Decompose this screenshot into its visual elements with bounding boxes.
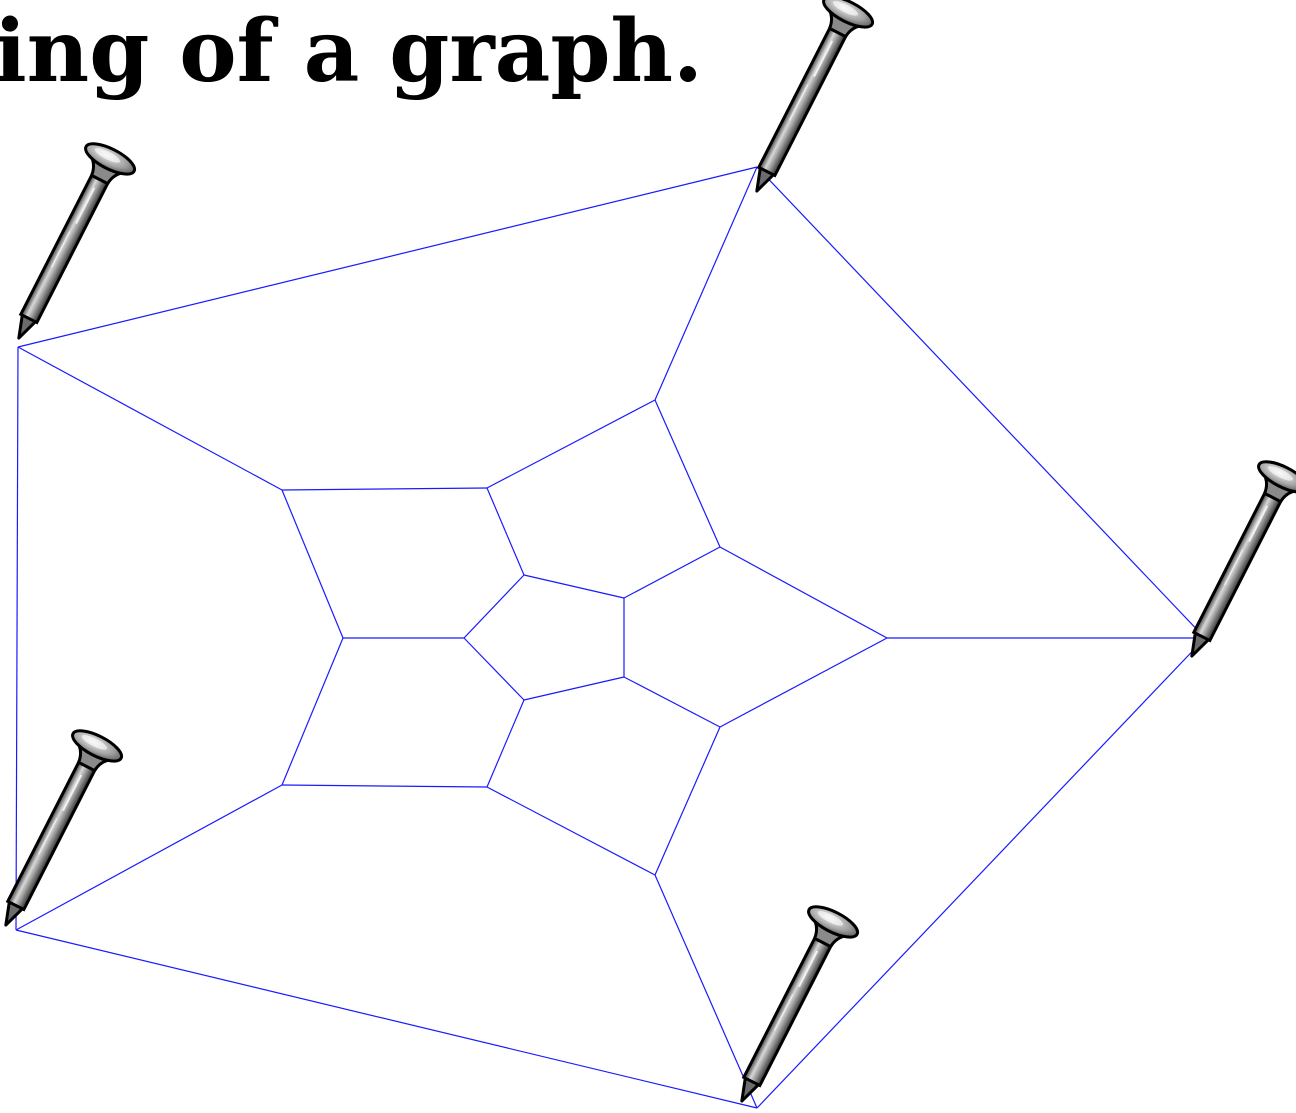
graph-edge: [281, 487, 488, 491]
graph-edge: [523, 574, 625, 599]
graph-edge: [281, 489, 344, 639]
graph-edge: [281, 784, 488, 788]
graph-edge: [654, 726, 721, 876]
nail-icon: [0, 723, 128, 939]
graph-edge: [486, 699, 525, 788]
graph-edge: [281, 637, 344, 786]
graph-edge: [17, 166, 758, 348]
graph-edge: [15, 346, 19, 931]
graph-edge: [719, 546, 888, 639]
graph-edge: [756, 166, 1206, 639]
graph-edge: [719, 637, 888, 728]
slide-title: edding of a graph.: [0, 1, 703, 102]
nail-icon: [1166, 454, 1296, 670]
graph-edge: [654, 874, 758, 1109]
graph-edge: [623, 546, 721, 599]
graph-edge: [523, 676, 625, 701]
graph-edges: [15, 166, 1206, 1109]
graph-edge: [486, 786, 656, 876]
graph-edge: [654, 166, 758, 401]
nail-icon: [0, 136, 141, 352]
nail-icon: [716, 899, 864, 1113]
graph-edge: [15, 784, 283, 931]
graph-edge: [17, 346, 283, 491]
graph-edge: [15, 929, 758, 1109]
graph-edge: [463, 637, 525, 701]
graph-edge: [486, 399, 656, 489]
graph-edge: [623, 676, 721, 728]
graph-edge: [756, 637, 1206, 1109]
graph-edge: [486, 487, 525, 576]
graph-edge: [463, 574, 525, 639]
graph-edge: [654, 399, 721, 548]
